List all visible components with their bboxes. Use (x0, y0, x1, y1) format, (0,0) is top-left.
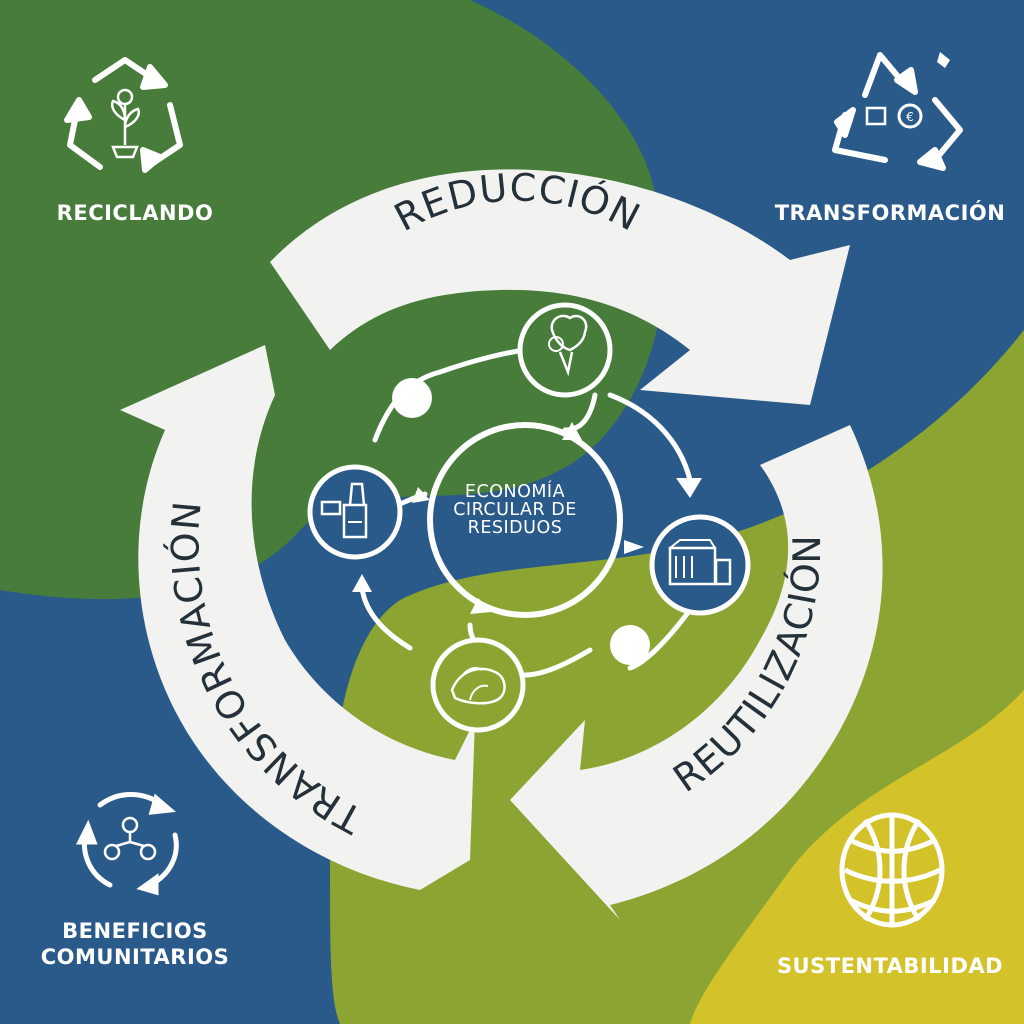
hand-with-fruit-icon (517, 302, 613, 398)
arrow-reduccion (270, 169, 850, 405)
community-network-icon (75, 792, 179, 896)
svg-text:€: € (906, 110, 914, 124)
woven-globe-icon (839, 812, 945, 928)
corner-label-reciclando: RECICLANDO (56, 201, 214, 225)
node-dot-bottom-right (610, 625, 650, 665)
center-ring (427, 422, 623, 618)
plant-mound-icon (430, 637, 526, 733)
corner-label-transformacion: TRANSFORMACIÓN (774, 201, 1006, 225)
recycle-sprout-icon (64, 57, 183, 173)
corner-label-beneficios-comunitarios: BENEFICIOS COMUNITARIOS (40, 919, 230, 970)
recycle-coin-icon: € (832, 52, 963, 171)
corner-label-sustentabilidad: SUSTENTABILIDAD (776, 954, 1004, 978)
machinery-icon (649, 514, 751, 616)
center-label: ECONOMÍA CIRCULAR DE RESIDUOS (453, 482, 577, 538)
arrow-transformacion (120, 345, 475, 890)
arrow-reutilizacion (510, 425, 883, 920)
node-dot-top-left (392, 378, 432, 418)
workbench-icon (307, 464, 403, 560)
